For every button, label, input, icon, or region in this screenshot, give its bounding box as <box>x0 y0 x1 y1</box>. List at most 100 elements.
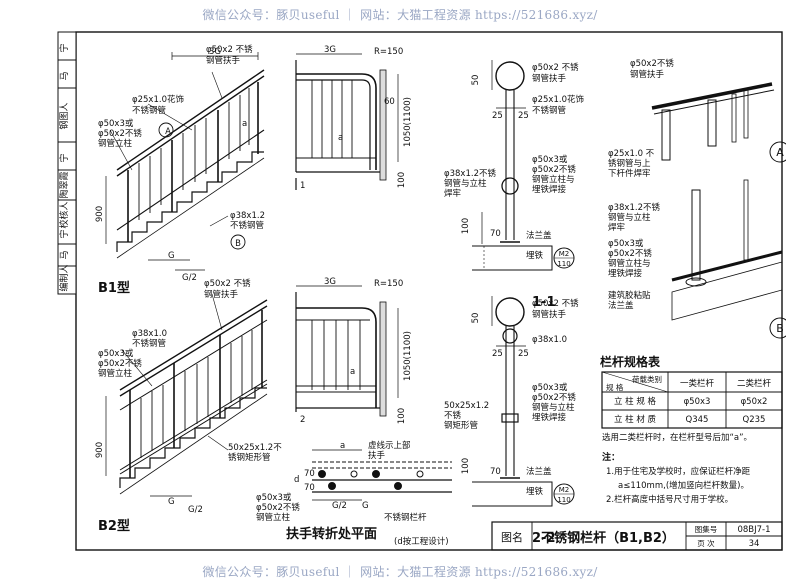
b1-label-handrail: φ50x2 不锈钢管扶手 <box>206 44 253 66</box>
side-tab-7: 马 <box>59 71 70 80</box>
s11-ref-bottom: 110 <box>557 260 570 268</box>
b1-label-flower: φ25x1.0花饰不锈钢管 <box>132 94 184 116</box>
plan-dim-70b: 70 <box>304 483 315 493</box>
elev1-radius: R=150 <box>374 47 403 57</box>
title-block-atlas-label: 图集号 <box>695 524 718 534</box>
elev2-section-mark: 2 <box>300 415 305 425</box>
spec-row1-name: 立 柱 材 质 <box>614 414 657 425</box>
iso-label-rail38: φ38x1.2不锈钢管与立柱焊牢 <box>608 202 660 233</box>
s11-dim-25a: 25 <box>492 111 503 121</box>
plan-label-bar: 不锈钢栏杆 <box>384 512 427 523</box>
s22-ref-bottom: 110 <box>557 496 570 504</box>
title-block <box>491 521 783 551</box>
plan-label-dashed: 虚线示上部扶手 <box>368 440 411 461</box>
s22-ref-top: M2 <box>559 486 570 494</box>
b1-mark-b: B <box>235 239 241 249</box>
elev1-dim-100: 100 <box>397 172 407 188</box>
isometric-details <box>651 82 791 339</box>
b1-dim-g: G <box>168 251 175 261</box>
b2-dim-g: G <box>168 497 175 507</box>
title-block-atlas: 08BJ7-1 <box>737 525 770 535</box>
notes-2: 2.栏杆高度中括号尺寸用于学校。 <box>606 494 733 505</box>
s22-dim-50: 50 <box>471 313 481 324</box>
s11-label-flower: φ25x1.0花饰不锈钢管 <box>532 94 584 116</box>
plan-view <box>312 449 452 501</box>
b2-dim-900: 900 <box>95 442 105 458</box>
elev1-dim-3g: 3G <box>324 45 336 55</box>
iso-mark-a: A <box>776 146 784 159</box>
spec-note: 选用二类栏杆时，在栏杆型号后加“a”。 <box>602 432 752 443</box>
spec-table <box>601 371 783 429</box>
side-tab-5: 宁 <box>58 153 70 162</box>
s22-label-embed: 埋铁 <box>526 486 544 497</box>
watermark-top: 微信公众号：豚贝useful ｜ 网站：大猫工程资源 https://52168… <box>202 8 598 22</box>
s22-dim-25a: 25 <box>492 349 503 359</box>
s11-dim-100: 100 <box>461 218 471 234</box>
b2-label-handrail: φ50x2 不锈钢管扶手 <box>204 278 251 300</box>
elev1-height: 1050(1100) <box>403 97 413 147</box>
plan-dim-g: G <box>362 501 369 511</box>
s11-dim-25b: 25 <box>518 111 529 121</box>
b1-dim-a: a <box>242 119 247 129</box>
s22-label: 2-2 <box>532 531 556 546</box>
b2-dim-g2: G/2 <box>188 505 203 515</box>
notes-1b: a≤110mm,(增加竖向栏杆数量)。 <box>618 480 749 491</box>
b2-title: B2型 <box>98 518 130 534</box>
s11-dim-50: 50 <box>471 75 481 86</box>
plan-dim-d: d <box>294 475 299 485</box>
plan-note: (d按工程设计) <box>394 536 449 547</box>
iso-label-anchor: 建筑胶粘贴法兰盖 <box>608 290 651 311</box>
title-block-page: 34 <box>749 539 760 549</box>
side-tab-text: 编制人 马 宁 校核人 陶翠霞 宁 钢图人 马 宁 <box>58 43 70 291</box>
iso-label-top: φ50x2不锈钢管扶手 <box>630 58 674 80</box>
section-1-1 <box>472 60 553 271</box>
iso-label-flower: φ25x1.0 不锈钢管与上下杆件焊牢 <box>608 149 655 179</box>
spec-diag-top: 荷载类别 <box>632 374 662 384</box>
plan-title: 扶手转折处平面 <box>286 526 377 542</box>
section-2-2 <box>472 296 553 507</box>
side-tab-6: 钢图人 <box>58 102 70 129</box>
side-tab-0: 编制人 <box>58 264 70 291</box>
spec-col2: 二类栏杆 <box>737 378 772 389</box>
elev1-section-mark: 1 <box>300 181 305 191</box>
elev2-dim-a: a <box>350 367 355 377</box>
plan-dim-70a: 70 <box>304 469 315 479</box>
elev2-radius: R=150 <box>374 279 403 289</box>
s11-label-flange: 法兰盖 <box>526 230 552 241</box>
elev2-dim-100: 100 <box>397 408 407 424</box>
spec-row1-v2: Q235 <box>743 415 766 425</box>
side-tab-1: 马 <box>59 250 70 259</box>
spec-row0-name: 立 柱 规 格 <box>614 396 657 407</box>
s11-dim-70: 70 <box>490 229 501 239</box>
title-block-name: 不锈钢栏杆（B1,B2） <box>541 530 675 546</box>
spec-diag-bottom: 规 格 <box>606 382 624 392</box>
side-tab-2: 宁 <box>58 229 70 238</box>
b1-dim-3g: 3G <box>209 47 221 57</box>
side-tab-4: 陶翠霞 <box>58 171 70 198</box>
b2-label-rect: 50x25x1.2不锈钢矩形管 <box>228 443 282 463</box>
iso-mark-b: B <box>776 322 784 335</box>
s11-ref-bubble <box>553 247 575 269</box>
spec-col1: 一类栏杆 <box>680 378 715 389</box>
s11-ref-top: M2 <box>559 250 570 258</box>
plan-dim-a: a <box>340 441 345 451</box>
elevation-2 <box>295 285 399 417</box>
spec-row0-v2: φ50x2 <box>741 397 768 407</box>
spec-row1-v1: Q345 <box>686 415 709 425</box>
spec-row0-v1: φ50x3 <box>684 397 711 407</box>
elev2-height: 1050(1100) <box>403 331 413 381</box>
s22-label-flange: 法兰盖 <box>526 466 552 477</box>
s22-dim-100: 100 <box>461 458 471 474</box>
b2-railing-elevation <box>105 293 268 497</box>
side-tab-8: 宁 <box>58 43 70 52</box>
s22-label-top: φ50x2 不锈钢管扶手 <box>532 298 579 320</box>
spec-title: 栏杆规格表 <box>600 354 661 369</box>
b1-dim-900: 900 <box>95 206 105 222</box>
b1-mark-a: A <box>165 127 171 137</box>
s11-label: 1-1 <box>532 295 556 310</box>
side-tab-strip <box>57 31 77 295</box>
